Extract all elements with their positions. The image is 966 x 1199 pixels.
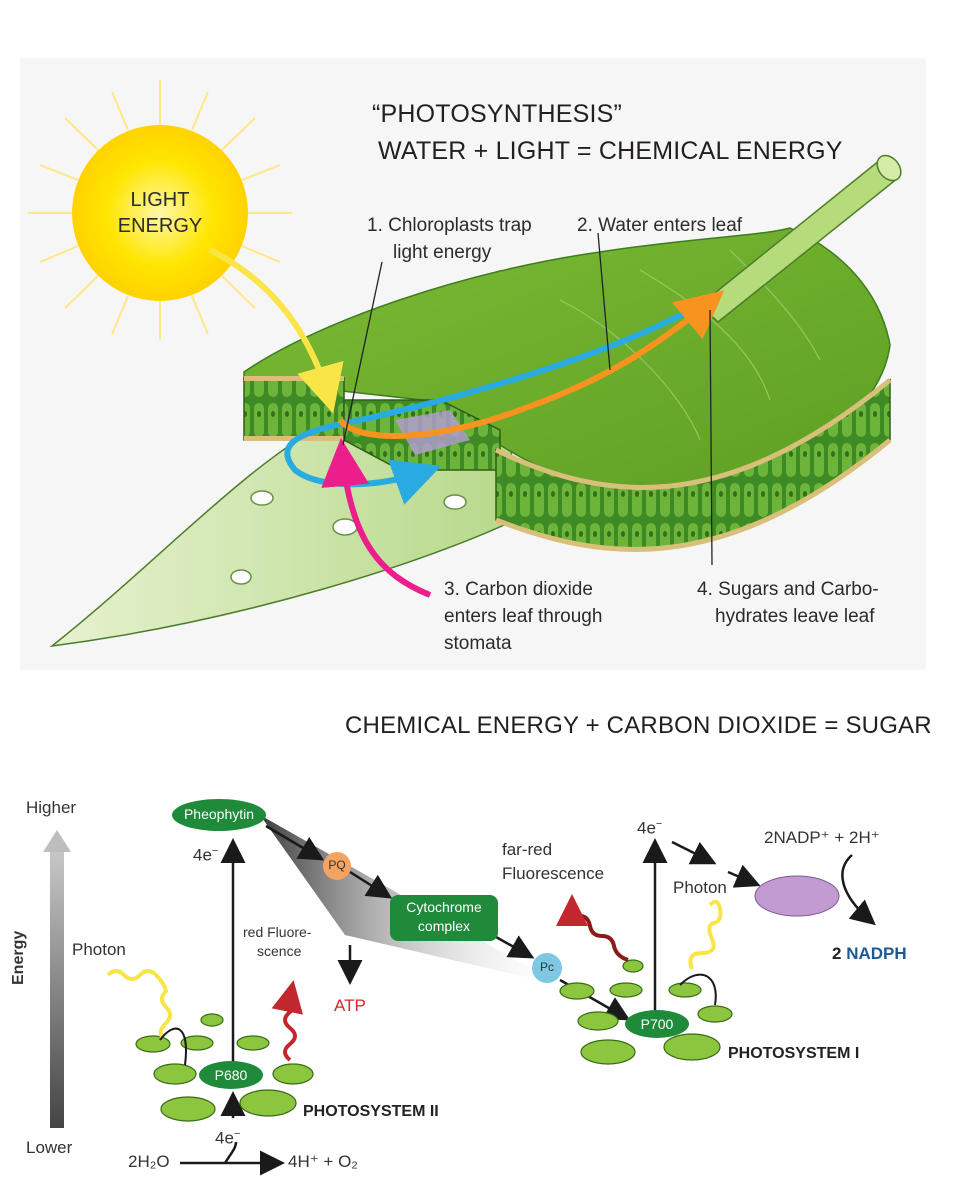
red-fluorescence-icon (271, 980, 303, 1062)
four-e-right-sup: − (655, 818, 663, 830)
bottom-title: CHEMICAL ENERGY + CARBON DIOXIDE = SUGAR (345, 712, 932, 739)
step1-label: 1. Chloroplasts trap light energy (367, 212, 532, 266)
sun-label-line2: ENERGY (117, 215, 203, 237)
sun-label: LIGHT ENERGY (112, 187, 208, 239)
pheophytin-label: Pheophytin (183, 806, 255, 822)
nadp-reductase-node (754, 875, 840, 917)
four-e-left-text: 4e (193, 845, 212, 865)
farred-line1: far-red (502, 840, 553, 859)
nadph-count: 2 (832, 944, 842, 963)
pheophytin-node (172, 799, 266, 831)
four-e-left-sup: − (211, 845, 219, 857)
electron-transport (180, 824, 876, 1176)
nadph-text: NADPH (846, 944, 907, 963)
pc-node (532, 953, 562, 983)
sun-label-line1: LIGHT (130, 189, 190, 211)
cytochrome-line1: Cytochrome (406, 899, 482, 915)
photon-right-icon (688, 899, 723, 970)
step4-label: 4. Sugars and Carbo- hydrates leave leaf (697, 576, 879, 630)
leaf-cells-left (243, 377, 345, 441)
photon-left-icon (106, 969, 172, 1039)
step3-label: 3. Carbon dioxide enters leaf through st… (444, 576, 602, 657)
photon-left-label: Photon (72, 940, 126, 959)
step3-line1: 3. Carbon dioxide (444, 579, 593, 600)
co2-arrow (321, 438, 432, 598)
photon-right-label: Photon (673, 878, 727, 897)
step4-line2: hydrates leave leaf (715, 606, 875, 627)
psii-antenna (135, 1013, 314, 1122)
axis-higher: Higher (26, 798, 77, 817)
sugar-arrow (337, 290, 725, 439)
four-e-bottom-sup: − (233, 1128, 241, 1140)
step3-line2: enters leaf through (444, 606, 603, 627)
nadp-label: 2NADP⁺ + 2H⁺ (764, 828, 880, 847)
pc-label: Pc (539, 960, 554, 974)
farred-fluorescence-icon (556, 894, 629, 962)
top-title-line1: “PHOTOSYNTHESIS” (372, 100, 622, 128)
step4-line1: 4. Sugars and Carbo- (697, 579, 879, 600)
pq-node (323, 852, 351, 880)
water-label: 2H₂O (128, 1152, 170, 1171)
p700-node (625, 1010, 689, 1038)
cytochrome-node (390, 895, 498, 941)
sun-icon (28, 80, 292, 340)
p700-label: P700 (640, 1016, 674, 1032)
step1-line1: 1. Chloroplasts trap (367, 215, 532, 236)
atp-label: ATP (334, 996, 366, 1015)
psii-label: PHOTOSYSTEM II (303, 1103, 439, 1120)
cytochrome-label: Cytochrome complex (390, 898, 498, 936)
products-label: 4H⁺ + O₂ (288, 1152, 358, 1171)
farred-fluorescence-label: far-red Fluorescence (502, 838, 604, 886)
four-e-right: 4e− (637, 818, 662, 839)
red-fluorescence-label: red Fluore- scence (243, 923, 311, 961)
psi-label: PHOTOSYSTEM I (728, 1045, 860, 1062)
p680-label: P680 (214, 1067, 248, 1083)
axis-label: Energy (10, 930, 27, 985)
step2-label: 2. Water enters leaf (577, 215, 743, 236)
callout-lines (342, 232, 713, 566)
farred-line2: Fluorescence (502, 864, 605, 883)
pq-label: PQ (328, 858, 346, 872)
light-arrow (208, 247, 344, 414)
red-fluor-line1: red Fluore- (243, 924, 312, 940)
four-e-bottom-text: 4e (215, 1128, 234, 1148)
psi-antenna (559, 959, 733, 1065)
stomata (230, 490, 467, 585)
cytochrome-line2: complex (417, 918, 471, 934)
nadph-label: 2 NADPH (832, 944, 907, 964)
four-e-bottom: 4e− (215, 1128, 240, 1149)
energy-axis (43, 830, 71, 1128)
top-title-line2: WATER + LIGHT = CHEMICAL ENERGY (378, 137, 843, 165)
red-fluor-line2: scence (257, 943, 302, 959)
p680-node (199, 1061, 263, 1089)
step1-line2: light energy (393, 242, 492, 263)
four-e-left: 4e− (193, 845, 218, 866)
step3-line3: stomata (444, 633, 512, 654)
four-e-right-text: 4e (637, 818, 656, 838)
axis-lower: Lower (26, 1138, 73, 1157)
